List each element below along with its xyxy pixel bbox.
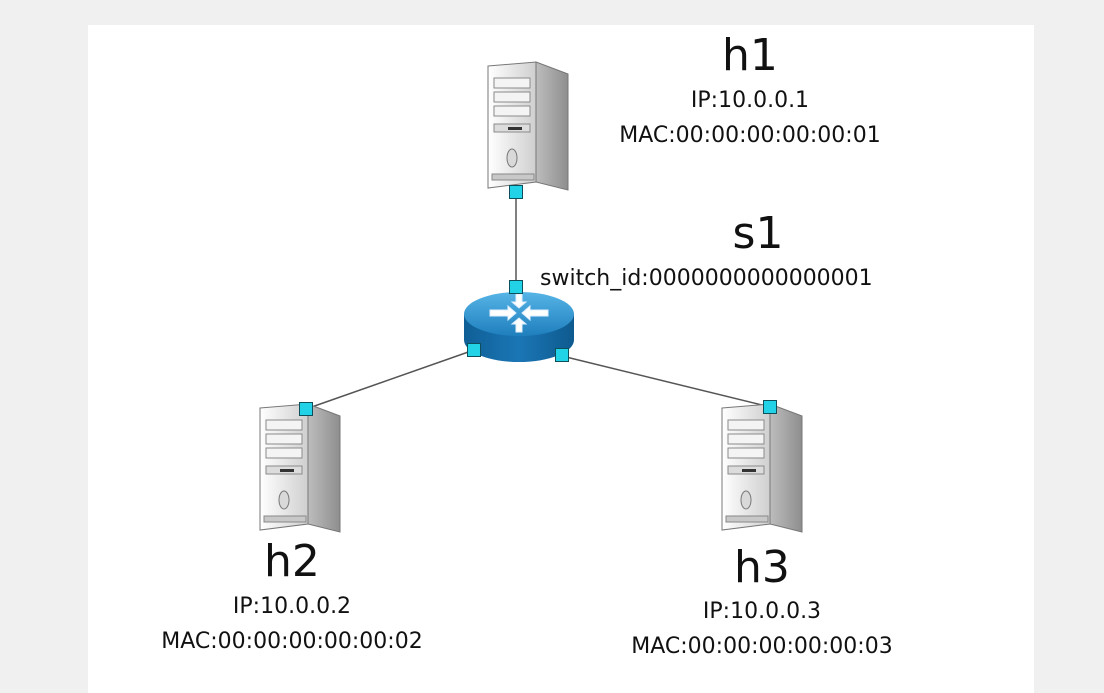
- host-h3[interactable]: [712, 400, 808, 542]
- switch-s1-name: s1: [732, 208, 784, 259]
- router-switch-icon: [464, 292, 574, 362]
- port-s1-3[interactable]: [555, 348, 569, 362]
- host-h1[interactable]: [478, 58, 574, 200]
- host-h1-name: h1: [722, 30, 778, 81]
- port-s1-2[interactable]: [467, 343, 481, 357]
- host-h1-ip: IP:10.0.0.1: [690, 88, 810, 113]
- server-icon: [487, 61, 569, 191]
- link-s1-h3[interactable]: [561, 355, 771, 408]
- host-h1-mac: MAC:00:00:00:00:00:01: [619, 123, 881, 148]
- server-icon: [721, 403, 803, 533]
- host-h2[interactable]: [250, 400, 346, 542]
- port-h1-eth0[interactable]: [509, 185, 523, 199]
- host-h3-mac: MAC:00:00:00:00:00:03: [631, 634, 893, 659]
- host-h2-mac: MAC:00:00:00:00:00:02: [161, 629, 423, 654]
- host-h2-name: h2: [264, 536, 320, 587]
- server-icon: [259, 403, 341, 533]
- link-s1-h2[interactable]: [305, 349, 475, 410]
- switch-s1[interactable]: [460, 288, 578, 374]
- host-h3-ip: IP:10.0.0.3: [702, 599, 822, 624]
- port-h3-eth0[interactable]: [763, 400, 777, 414]
- host-h3-name: h3: [734, 542, 790, 593]
- host-h2-ip: IP:10.0.0.2: [232, 594, 352, 619]
- port-s1-1[interactable]: [509, 280, 523, 294]
- port-h2-eth0[interactable]: [299, 402, 313, 416]
- switch-s1-id: switch_id:0000000000000001: [540, 266, 873, 291]
